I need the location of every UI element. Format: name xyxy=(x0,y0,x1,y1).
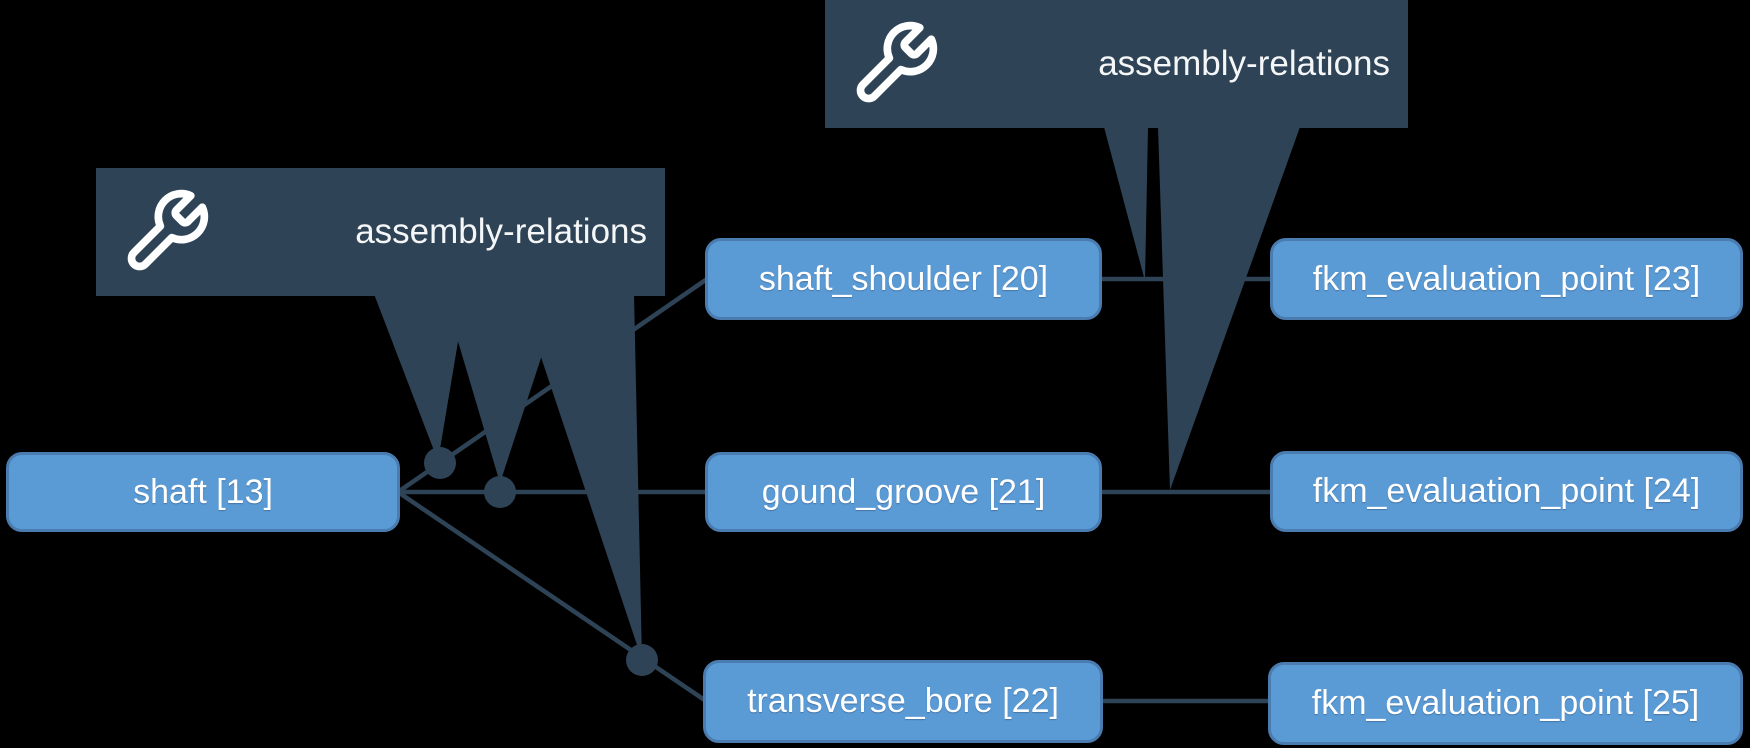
tooltip-label: assembly-relations xyxy=(1098,44,1390,83)
tooltip-assembly-relations-left: assembly-relations xyxy=(96,168,665,296)
node-fkm-evaluation-point-23[interactable]: fkm_evaluation_point [23] xyxy=(1270,238,1743,320)
relation-dot-transverse-bore[interactable] xyxy=(626,644,658,676)
node-gound-groove-21[interactable]: gound_groove [21] xyxy=(705,452,1102,532)
relation-dot-gound-groove[interactable] xyxy=(484,476,516,508)
tooltip-label: assembly-relations xyxy=(355,212,647,251)
node-fkm-evaluation-point-24[interactable]: fkm_evaluation_point [24] xyxy=(1270,451,1743,532)
tooltip-left-pointer-to-dot-3 xyxy=(520,294,642,660)
node-transverse-bore-22[interactable]: transverse_bore [22] xyxy=(703,660,1103,743)
edge-shaft-to-transverse-bore xyxy=(396,490,708,703)
wrench-icon xyxy=(856,21,938,103)
relation-dot-shaft-shoulder[interactable] xyxy=(424,447,456,479)
tooltip-right-pointer-to-edge-23 xyxy=(1104,127,1148,281)
wrench-icon xyxy=(127,189,209,271)
node-shaft-13[interactable]: shaft [13] xyxy=(6,452,400,532)
node-shaft-shoulder-20[interactable]: shaft_shoulder [20] xyxy=(705,238,1102,320)
tooltip-assembly-relations-right: assembly-relations xyxy=(825,0,1408,128)
tooltip-left-pointer-to-dot-2 xyxy=(444,294,562,483)
node-fkm-evaluation-point-25[interactable]: fkm_evaluation_point [25] xyxy=(1268,662,1743,745)
tooltip-right-pointer-to-edge-24 xyxy=(1158,127,1300,490)
tooltip-left-pointer-to-dot-1 xyxy=(374,294,466,461)
